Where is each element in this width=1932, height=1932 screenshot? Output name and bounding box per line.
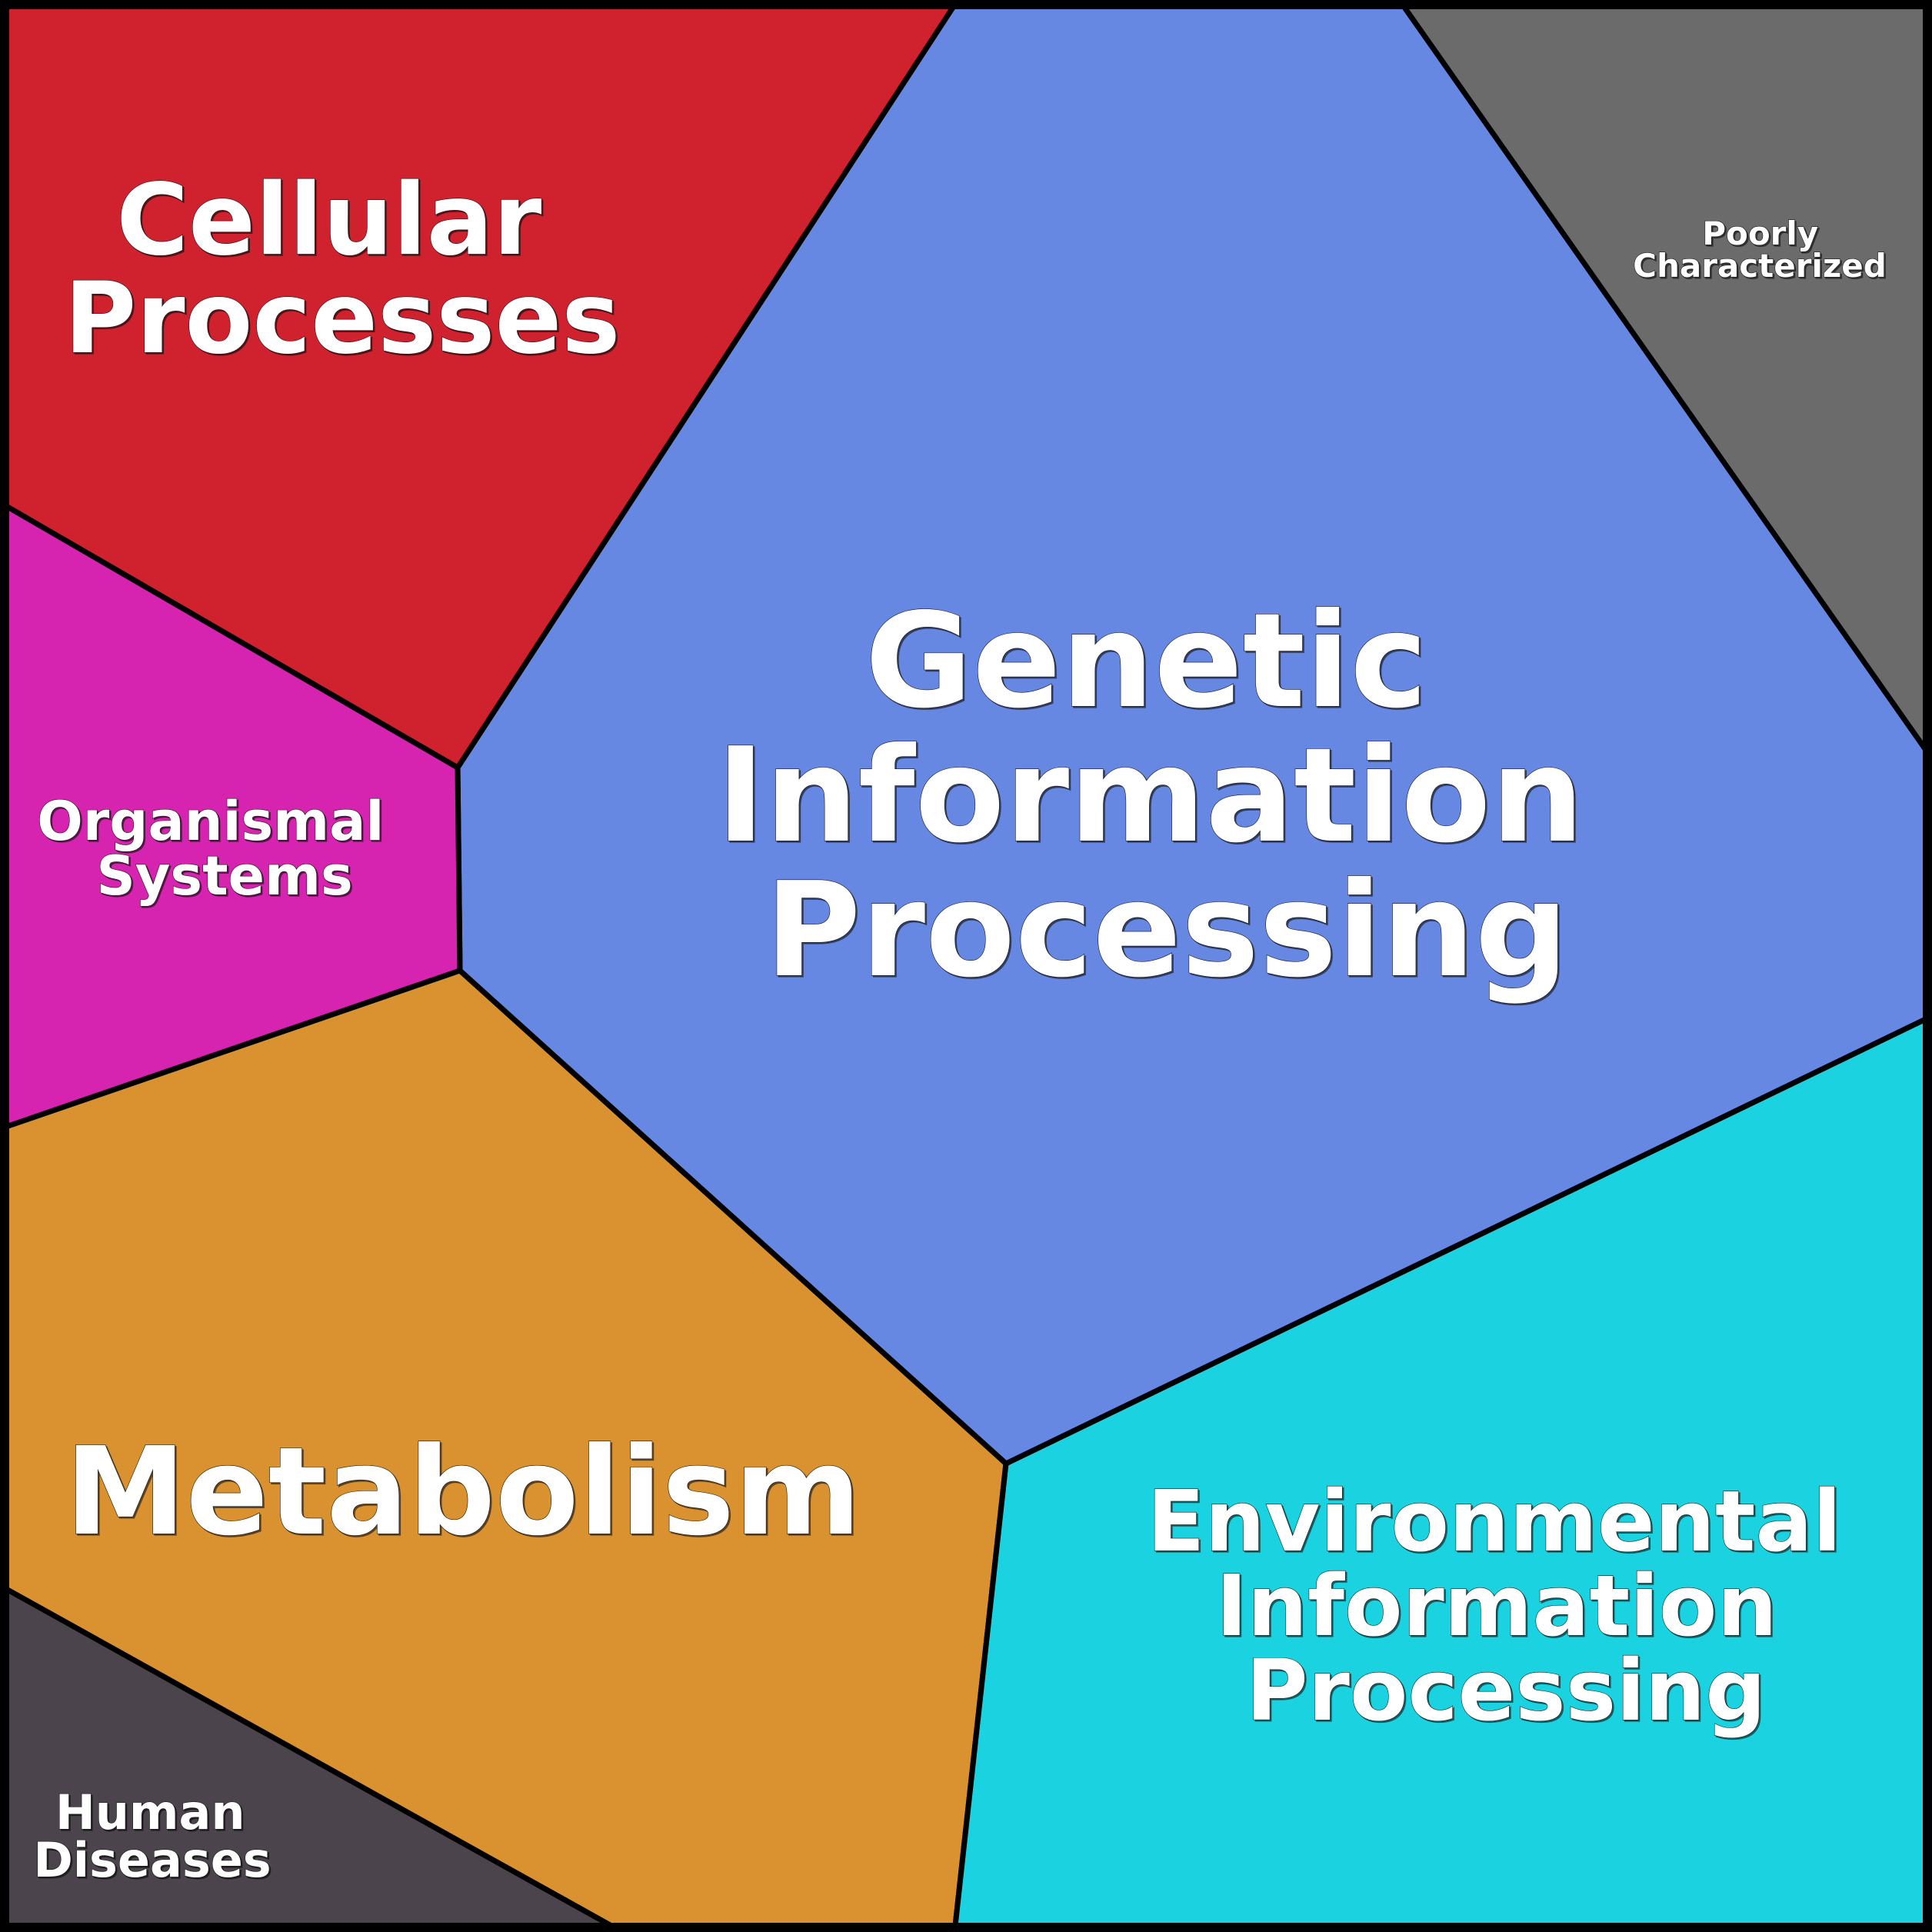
label-cellular-processes: Cellular Processes [65, 163, 621, 376]
label-poorly-characterized: Poorly Characterized [1633, 215, 1887, 285]
label-environmental-information-processing: Environmental Information Processing [1147, 1472, 1870, 1740]
label-human-diseases: Human Diseases [33, 1784, 271, 1888]
label-organismal-systems: Organismal Systems [37, 790, 402, 908]
label-metabolism: Metabolism [65, 1421, 861, 1563]
label-genetic-information-processing: Genetic Information Processing [716, 585, 1629, 1007]
